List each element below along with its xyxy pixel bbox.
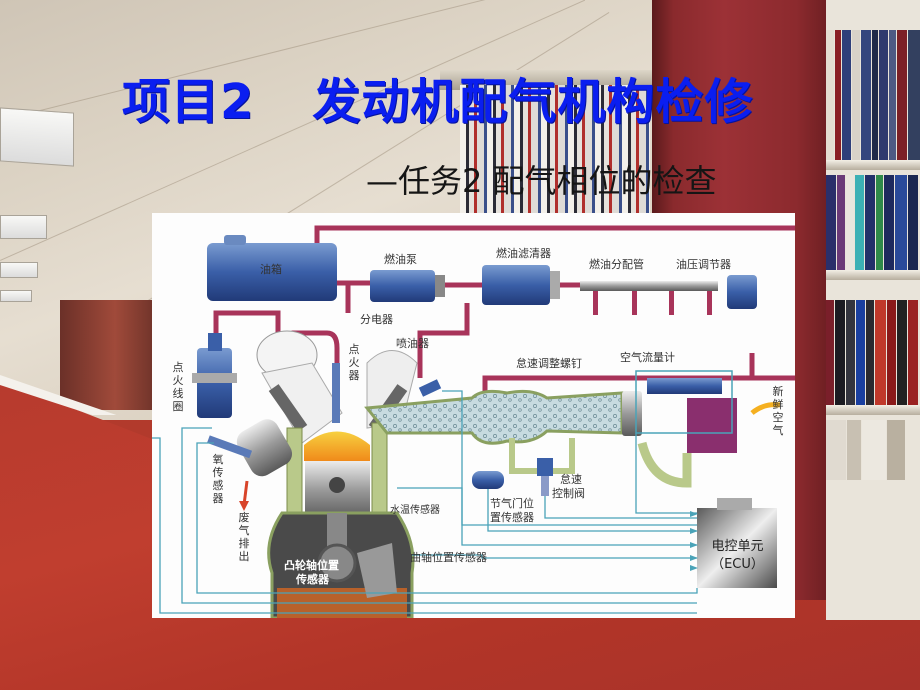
air-flow-meter-body <box>687 398 737 453</box>
fuel-rail-shape <box>580 281 718 291</box>
pressure-regulator-shape <box>727 275 757 309</box>
book-row <box>826 175 920 270</box>
label-fuel-rail: 燃油分配管 <box>589 258 644 271</box>
label-crankshaft-sensor: 曲轴位置传感器 <box>410 551 487 564</box>
ceiling-light <box>0 215 47 239</box>
book-row <box>826 420 920 480</box>
label-injector: 喷油器 <box>396 337 429 350</box>
label-camshaft-sensor-2: 传感器 <box>296 573 329 586</box>
exhaust-manifold <box>236 419 293 477</box>
combustion-chamber <box>304 431 370 461</box>
ecu-box <box>697 508 777 588</box>
label-idle-screw: 怠速调整螺钉 <box>516 357 582 370</box>
efi-system-diagram: 油箱 燃油泵 燃油滤清器 燃油分配管 油压调节器 分电器 点火器 喷油器 怠速调… <box>152 213 795 618</box>
ceiling-light <box>0 107 74 167</box>
label-air-flow-meter: 空气流量计 <box>620 351 675 364</box>
book-row <box>826 300 920 405</box>
label-spark-plug: 点火器 <box>348 343 360 382</box>
label-ecu-2: （ECU） <box>711 557 764 572</box>
ceiling-light <box>0 290 32 302</box>
bookcase <box>826 0 920 620</box>
label-fuel-filter: 燃油滤清器 <box>496 247 551 260</box>
label-fuel-pump: 燃油泵 <box>384 253 417 266</box>
slide-title: 项目2 发动机配气机构检修 <box>122 62 753 132</box>
label-throttle-position-sensor-1: 节气门位 <box>490 497 534 510</box>
label-idle-control-valve-2: 控制阀 <box>552 487 585 500</box>
title-project: 项目2 <box>122 74 255 130</box>
slide-subtitle: —任务2 配气相位的检查 <box>366 162 717 200</box>
label-ecu-1: 电控单元 <box>711 539 764 554</box>
label-coolant-temp-sensor: 水温传感器 <box>390 505 440 516</box>
book-row <box>826 30 920 160</box>
ceiling-light <box>0 262 38 278</box>
title-topic: 发动机配气机构检修 <box>312 74 754 130</box>
shelf-board <box>826 160 920 170</box>
fuel-tank-shape <box>207 243 337 301</box>
background-books <box>460 85 650 215</box>
fuel-filter-shape <box>482 265 550 305</box>
background-shelf <box>60 300 170 410</box>
shelf-board <box>826 270 920 280</box>
label-throttle-position-sensor-2: 置传感器 <box>490 511 534 524</box>
diagram-graphics <box>152 225 795 618</box>
label-exhaust: 废气排出 <box>238 511 250 563</box>
label-fuel-tank: 油箱 <box>260 263 282 276</box>
label-idle-control-valve-1: 怠速 <box>560 473 582 486</box>
label-fresh-air: 新鲜空气 <box>772 385 784 437</box>
label-camshaft-sensor-1: 凸轮轴位置 <box>284 559 339 572</box>
shelf-board <box>826 405 920 415</box>
signal-lines <box>152 390 698 614</box>
fuel-pump-shape <box>370 270 435 302</box>
label-oxygen-sensor: 氧传感器 <box>212 453 224 505</box>
label-ignition-coil: 点火线圈 <box>172 361 184 413</box>
label-pressure-regulator: 油压调节器 <box>676 258 731 271</box>
label-distributor: 分电器 <box>360 313 393 326</box>
